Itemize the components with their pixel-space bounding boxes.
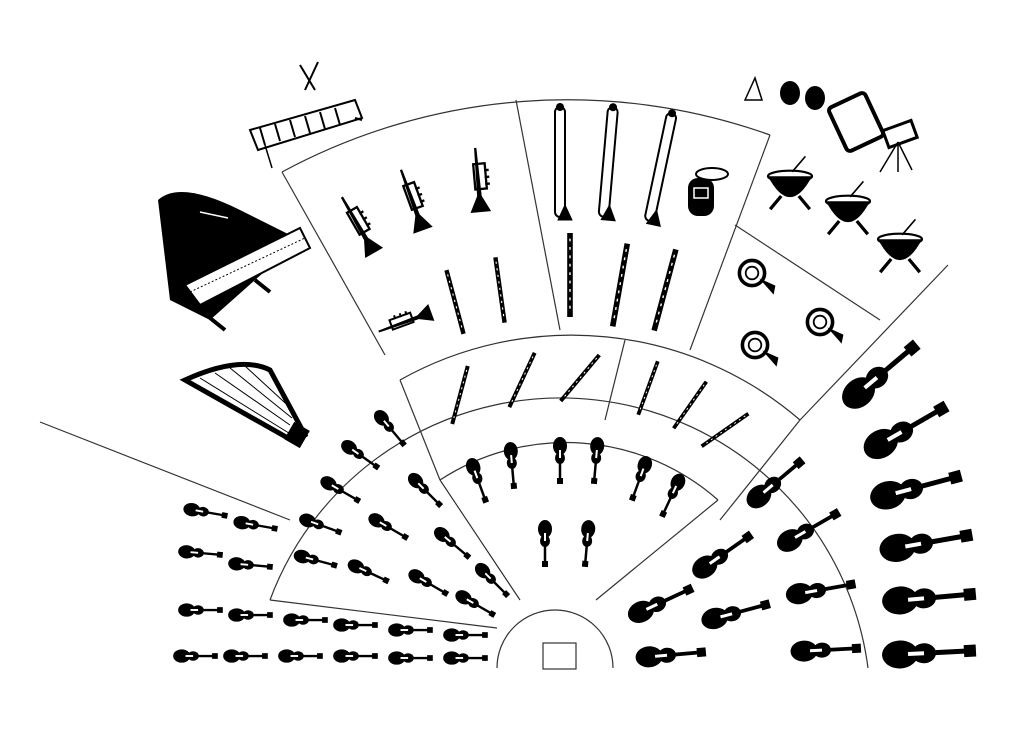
clarinet-icon	[495, 257, 504, 322]
clarinet-icon	[636, 359, 660, 417]
viola-icon	[462, 454, 495, 507]
woodwind-mid-line	[604, 339, 626, 421]
timpani-icon	[766, 154, 814, 211]
viola-icon	[536, 518, 554, 569]
conductor-podium	[542, 642, 577, 670]
middle-arc	[269, 397, 869, 669]
viola-icon	[623, 452, 656, 505]
brass-arc	[281, 99, 771, 173]
violin-icon	[226, 555, 275, 575]
trombone-icon	[554, 102, 573, 221]
double-bass-icon	[836, 333, 926, 415]
cello-icon	[782, 571, 860, 609]
viola-icon	[576, 518, 598, 569]
saxophone-icon	[374, 302, 436, 342]
brass-mid-line	[515, 99, 561, 331]
trumpet-icon	[390, 164, 435, 235]
violin-icon	[331, 617, 379, 633]
double-bass-icon	[867, 462, 965, 513]
first-violin-line	[269, 599, 498, 629]
harp-icon	[179, 361, 310, 449]
trumpet-icon	[463, 145, 494, 215]
cello-icon	[739, 449, 812, 516]
timpani-icon	[876, 217, 924, 274]
trumpet-icon	[331, 190, 386, 260]
timpani-icon	[824, 179, 872, 236]
second-violin-line-2	[399, 379, 441, 481]
flute-icon	[558, 353, 602, 403]
violin-icon	[226, 607, 274, 623]
bassoon-icon	[613, 244, 628, 327]
left-outer-line	[39, 421, 291, 521]
grand-piano-icon	[158, 192, 312, 332]
violin-icon	[231, 513, 280, 537]
cello-icon	[632, 639, 709, 671]
violin-icon	[451, 586, 500, 623]
second-violin-line-1	[439, 479, 521, 601]
violin-icon	[221, 648, 269, 664]
violin-icon	[290, 546, 340, 574]
clarinet-icon	[671, 379, 709, 431]
clarinet-icon	[446, 270, 463, 334]
violin-icon	[386, 650, 434, 666]
cello-icon	[770, 501, 847, 559]
violin-icon	[171, 648, 219, 664]
violin-icon	[364, 509, 413, 546]
clarinet-icon	[699, 411, 751, 449]
viola-icon	[654, 469, 690, 521]
violin-icon	[386, 622, 434, 638]
cello-line	[719, 419, 801, 521]
french-horn-icon	[737, 258, 778, 297]
violin-icon	[369, 405, 411, 451]
trombone-icon	[597, 101, 627, 222]
viola-icon	[551, 435, 569, 486]
violin-icon	[404, 565, 453, 602]
double-bass-icon	[858, 394, 953, 465]
violin-icon	[429, 522, 475, 564]
violin-icon	[316, 472, 365, 509]
french-horn-icon	[805, 307, 846, 346]
violin-icon	[296, 510, 345, 541]
violin-icon	[181, 500, 230, 524]
percussion-line	[799, 264, 949, 421]
cello-icon	[622, 576, 699, 629]
viola-line	[595, 499, 719, 601]
podium-arc	[496, 609, 614, 669]
french-horn-icon	[740, 330, 781, 369]
cello-icon	[697, 591, 775, 634]
violin-icon	[337, 435, 384, 475]
violin-icon	[176, 543, 225, 563]
horn-right-line	[734, 224, 881, 321]
horn-line	[689, 134, 771, 351]
violin-icon	[403, 468, 448, 513]
violin-icon	[441, 627, 489, 643]
violin-icon	[281, 612, 329, 628]
violin-icon	[441, 650, 489, 666]
double-bass-icon	[877, 521, 974, 565]
viola-icon	[501, 440, 523, 491]
violin-icon	[331, 648, 379, 664]
percussion-icon	[743, 75, 920, 173]
violin-icon	[176, 602, 224, 618]
brass-left-line	[281, 171, 386, 356]
trombone-icon	[642, 107, 686, 228]
instruments	[171, 101, 977, 671]
cello-icon	[788, 635, 864, 665]
xylophone-icon	[248, 61, 364, 169]
violin-icon	[276, 648, 324, 664]
woodwind-arc	[399, 334, 801, 421]
double-bass-icon	[881, 580, 977, 616]
bassoon-icon	[654, 249, 676, 330]
violin-icon	[344, 555, 393, 589]
cello-icon	[685, 523, 760, 586]
tuba-icon	[688, 167, 729, 216]
double-bass-icon	[881, 637, 976, 670]
